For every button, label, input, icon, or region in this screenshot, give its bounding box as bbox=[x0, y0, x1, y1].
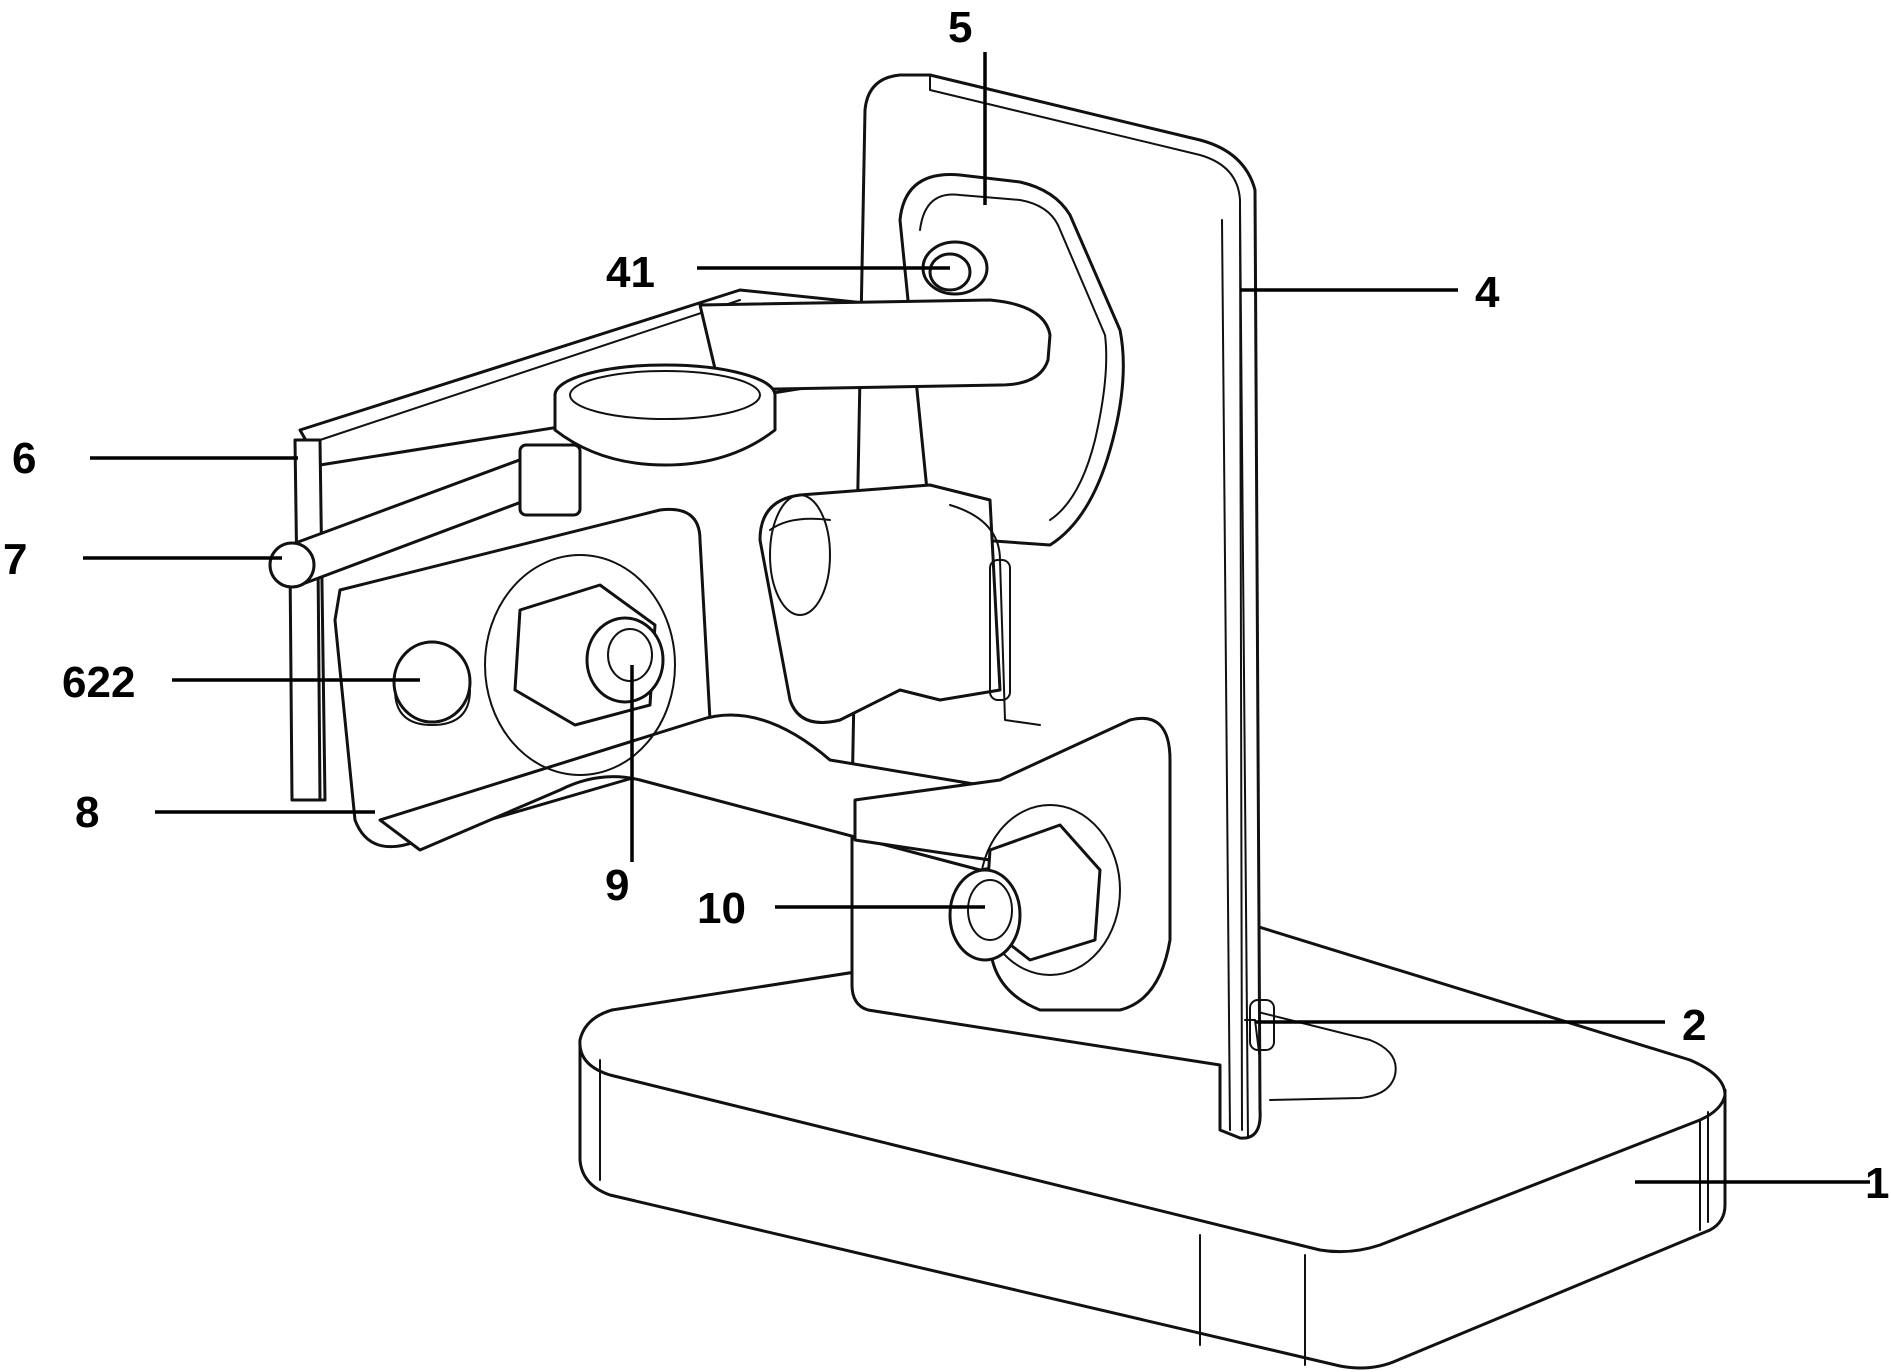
label-622: 622 bbox=[62, 658, 135, 707]
label-5: 5 bbox=[948, 3, 972, 52]
part-labels: 1 2 4 41 5 6 7 622 8 9 10 bbox=[3, 3, 1889, 1208]
lower-plate bbox=[853, 717, 1172, 1012]
label-4: 4 bbox=[1475, 268, 1500, 317]
label-1: 1 bbox=[1865, 1159, 1889, 1208]
label-10: 10 bbox=[697, 884, 746, 933]
leader-lines bbox=[83, 52, 1870, 1184]
label-6: 6 bbox=[12, 434, 36, 483]
label-2: 2 bbox=[1682, 1001, 1706, 1050]
label-7: 7 bbox=[3, 535, 27, 584]
hinge-block bbox=[758, 483, 1041, 726]
label-9: 9 bbox=[605, 861, 629, 910]
label-41: 41 bbox=[606, 248, 655, 297]
label-8: 8 bbox=[75, 788, 99, 837]
